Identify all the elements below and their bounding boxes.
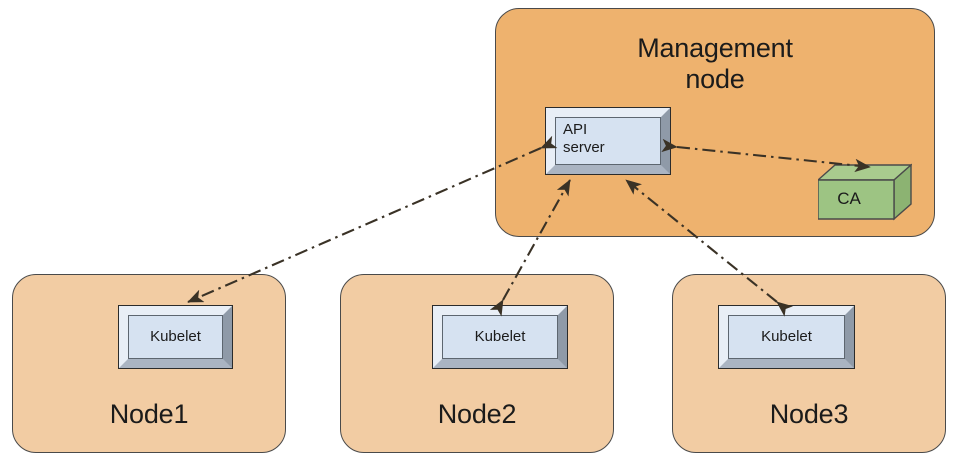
node1-kubelet-bevel <box>119 306 232 368</box>
node3-kubelet-box[interactable]: Kubelet <box>718 305 855 369</box>
api-server-inner <box>555 117 661 165</box>
ca-box[interactable]: CA <box>816 163 913 221</box>
node1-kubelet-label: Kubelet <box>150 328 201 345</box>
node2-label: Node2 <box>437 399 517 430</box>
node1-kubelet-box[interactable]: Kubelet <box>118 305 233 369</box>
management-node-label: Management node <box>637 33 793 94</box>
node2-kubelet-inner <box>442 315 558 359</box>
node3-kubelet-label: Kubelet <box>761 328 812 345</box>
api-server-label: API server <box>563 121 605 156</box>
api-server-box[interactable]: API server <box>545 107 671 175</box>
ca-label: CA <box>837 189 861 208</box>
node3-label: Node3 <box>769 399 849 430</box>
node1-label: Node1 <box>109 399 189 430</box>
node2-kubelet-box[interactable]: Kubelet <box>432 305 568 369</box>
node2-kubelet-label: Kubelet <box>474 328 526 345</box>
node1-kubelet-inner <box>128 315 223 359</box>
